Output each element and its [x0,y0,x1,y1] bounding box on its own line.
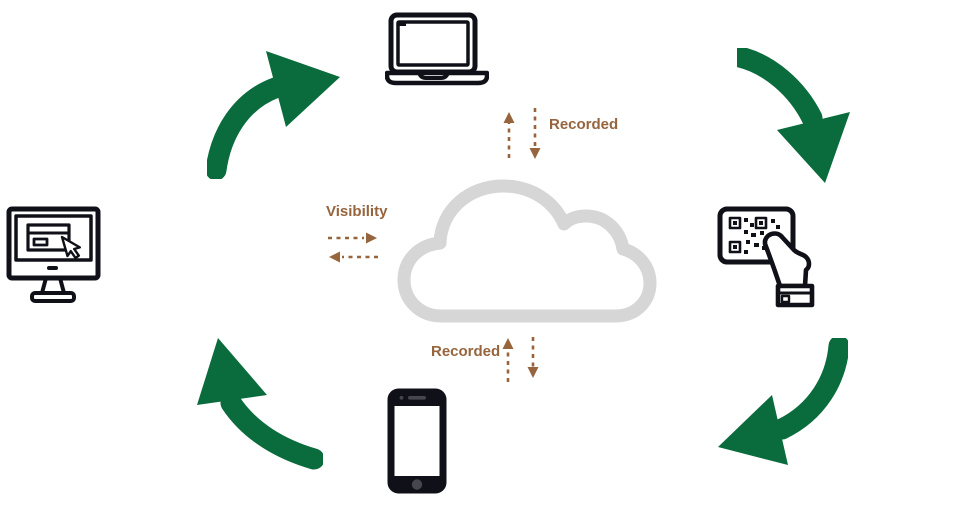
phone-home-button [411,479,423,490]
desktop-monitor-with-cursor-icon [6,206,101,303]
laptop-screen-detail [399,22,406,26]
arrow-head [266,51,340,127]
arrow-shaft [207,77,286,179]
recorded-arrows-top [503,108,541,159]
pointing-hand [762,231,812,289]
dashed-arrow-left-icon [329,251,378,263]
cloud-icon [397,179,657,323]
flow-arrow-phone-to-monitor [197,338,323,470]
dashed-arrow-right-icon [328,232,377,244]
monitor-frame [6,206,101,281]
laptop-screen [396,20,470,67]
recorded-label-top: Recorded [549,116,619,133]
laptop-base [385,70,489,86]
dashed-arrow-up-icon [503,112,515,158]
cloud-outline [397,179,657,323]
phone-speaker [408,396,426,400]
hand-cuff [775,283,815,308]
browser-window [26,223,71,252]
flow-arrow-monitor-to-laptop [207,51,340,179]
arrow-shaft [771,338,848,440]
arrow-head [718,395,788,465]
visibility-label: Visibility [326,203,388,220]
browser-button [32,237,49,247]
laptop-base-notch [417,71,450,80]
arrow-shaft [737,48,823,129]
arrow-shaft [220,392,323,470]
monitor-screen [14,214,93,262]
arrow-head [197,338,267,405]
recorded-arrows-bottom [502,337,539,382]
monitor-stand-base [30,291,76,303]
dashed-arrow-down-icon [529,108,541,159]
recorded-label-bottom: Recorded [431,343,501,360]
dashed-arrow-up-icon [502,338,514,382]
arrow-head [777,112,850,183]
phone-camera [399,395,404,400]
cursor-pointer-icon [60,235,81,260]
flow-arrow-qr-to-phone [718,338,848,465]
dashed-arrow-down-icon [527,337,539,378]
laptop-icon [385,12,489,86]
monitor-power-button [47,266,58,270]
visibility-arrows [328,232,378,263]
qr-card [717,206,796,265]
phone-screen [394,406,440,476]
hand-holding-qr-card-icon [717,206,815,308]
smartphone-icon [387,388,447,494]
hand-cuff-detail [780,294,791,304]
flow-arrow-laptop-to-qr [737,48,850,183]
